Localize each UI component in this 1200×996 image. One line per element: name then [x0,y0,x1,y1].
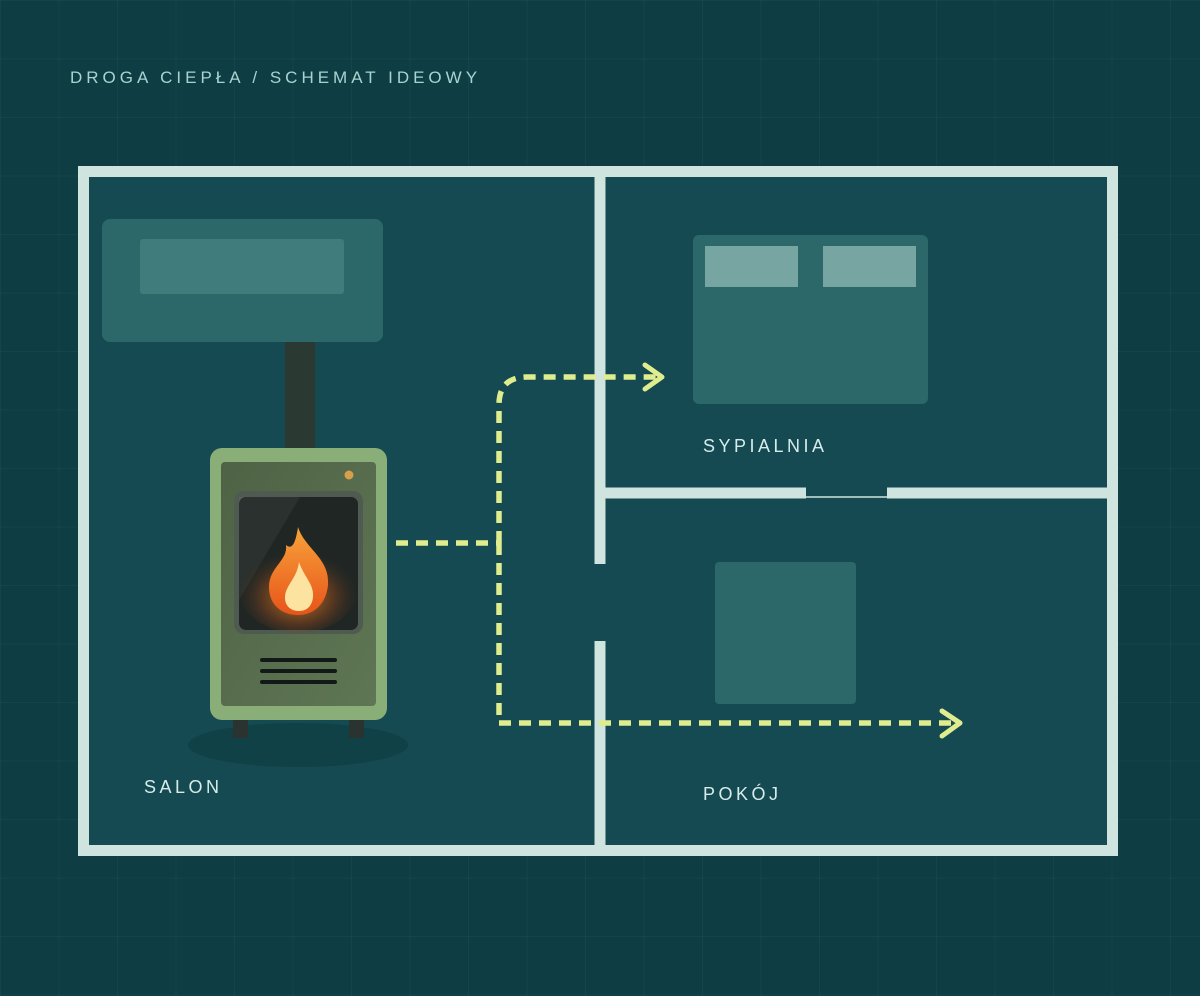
heat-path [396,374,955,726]
stove-leg-left [233,716,248,738]
heat-path-to-bedroom [496,374,659,543]
bed-pillow-right [823,246,916,287]
stove-leg-right [349,716,364,738]
room-label-sypialnia: SYPIALNIA [703,436,828,456]
pellet-stove-icon [188,342,408,767]
stove-indicator-light [344,470,354,480]
arrow-right-icon [642,362,665,392]
room-label-salon: SALON [144,777,223,797]
diagram-title: DROGA CIEPŁA / SCHEMAT IDEOWY [70,68,482,87]
heat-path-to-room [496,543,955,726]
flame-icon [269,527,329,615]
interior-walls [594,172,1112,850]
stove-vent [260,658,337,684]
arrow-right-icon [939,708,963,739]
sofa-cushion [140,239,344,294]
stove-chimney-pipe [285,342,315,450]
bed-pillow-left [705,246,798,287]
stove-shadow [188,723,408,767]
outer-wall [78,166,1118,856]
table [715,562,856,704]
room-label-pokoj: POKÓJ [703,784,782,804]
